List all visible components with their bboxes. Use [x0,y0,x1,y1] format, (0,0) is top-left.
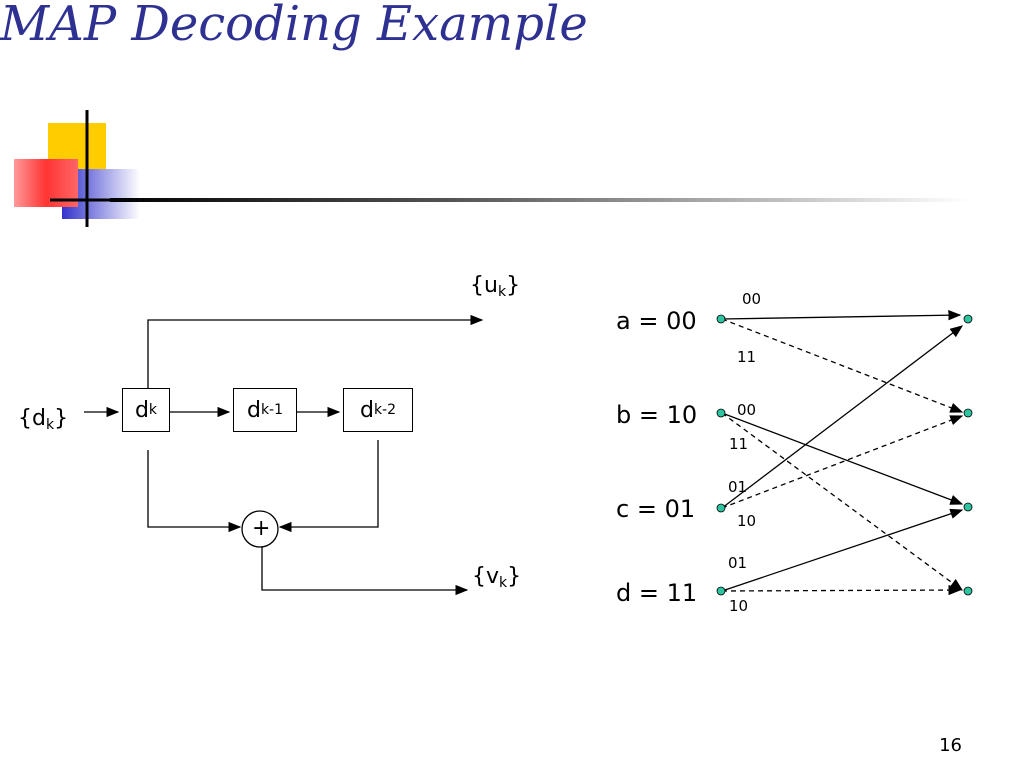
systematic-output-label: {uk} [470,273,521,300]
branch-label-a-upper: 00 [742,290,762,308]
node-a-end [963,314,973,324]
systematic-output-line [147,314,484,388]
branch-label-a-lower: 11 [737,348,757,366]
adder-symbol: + [252,516,271,541]
parity-output-label: {vk} [472,564,522,591]
node-a-start [716,314,726,324]
state-c-label: c = 01 [616,495,696,523]
state-b-label: b = 10 [616,401,698,429]
slide-decoration [14,110,140,227]
branch-b-to-c [721,412,964,505]
branch-label-b-lower: 11 [729,435,749,453]
branch-label-d-lower: 10 [729,597,749,615]
title-underline [110,198,970,202]
input-label: {dk} [18,406,69,433]
branch-d-to-d [721,584,962,596]
node-d-end [963,586,973,596]
branch-c-to-b [721,415,964,509]
branch-label-b-upper: 00 [737,401,757,419]
branch-d-to-c [721,508,964,592]
branch-label-c-upper: 01 [728,478,748,496]
encoder-diagram [84,314,484,596]
parity-output-line [261,547,469,596]
state-a-label: a = 00 [616,307,697,335]
branch-a-to-a [721,309,962,321]
node-b-start [716,408,726,418]
branch-label-c-lower: 10 [737,512,757,530]
feed-dk-to-adder [147,450,242,533]
adder-circle [241,510,279,548]
node-d-start [716,586,726,596]
node-b-end [963,408,973,418]
branch-b-to-d [721,412,964,591]
trellis-diagram [716,309,973,596]
node-c-start [716,503,726,513]
branch-label-d-upper: 01 [728,554,748,572]
feed-dk2-to-adder [278,440,379,533]
slide-title: MAP Decoding Example [0,0,588,52]
page-number: 16 [939,735,962,756]
branch-a-to-b [721,318,964,413]
state-d-label: d = 11 [616,579,698,607]
node-c-end [963,502,973,512]
branch-c-to-a [721,325,964,509]
